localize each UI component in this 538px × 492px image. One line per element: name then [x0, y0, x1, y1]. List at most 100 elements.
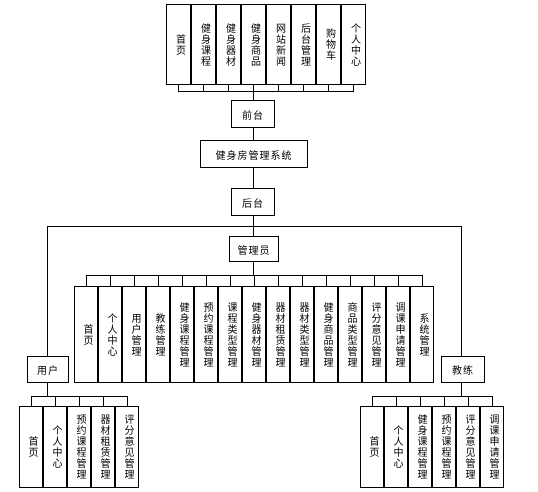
user-item-label: 首页 [26, 436, 37, 458]
admin-item-reschedule-manage: 调课申请管理 [386, 286, 410, 383]
connector-line [253, 216, 254, 226]
coach-item-booking-manage: 预约课程管理 [432, 406, 456, 488]
connector-line [103, 396, 104, 406]
connector-line [47, 226, 48, 356]
front-item-site-news: 网站新闻 [266, 4, 291, 85]
front-item-fitness-equipment: 健身器材 [216, 4, 241, 85]
user-item-rental-manage: 器材租赁管理 [91, 406, 115, 488]
admin-item-label: 课程类型管理 [225, 301, 236, 368]
admin-item-label: 系统管理 [417, 312, 428, 357]
user-node: 用户 [27, 356, 69, 383]
front-node: 前台 [231, 100, 275, 128]
admin-item-booking-manage: 预约课程管理 [194, 286, 218, 383]
connector-line [372, 396, 373, 406]
admin-item-label: 器材类型管理 [297, 301, 308, 368]
coach-item-home: 首页 [360, 406, 384, 488]
admin-item-label: 首页 [81, 323, 92, 346]
admin-item-coach-manage: 教练管理 [146, 286, 170, 383]
connector-line [468, 396, 469, 406]
admin-item-feedback-manage: 评分意见管理 [362, 286, 386, 383]
connector-line [396, 396, 397, 406]
connector-line [127, 396, 128, 406]
admin-item-label: 教练管理 [153, 312, 164, 357]
admin-item-equipment-manage: 健身器材管理 [242, 286, 266, 383]
connector-line [253, 91, 254, 100]
admin-item-home: 首页 [74, 286, 98, 383]
connector-line [461, 226, 462, 356]
coach-item-label: 首页 [367, 436, 378, 458]
connector-line [461, 383, 462, 396]
admin-item-label: 健身商品管理 [321, 301, 332, 368]
connector-line [398, 275, 399, 286]
admin-item-label: 调课申请管理 [393, 301, 404, 368]
connector-line [253, 262, 254, 275]
coach-item-label: 评分意见管理 [463, 414, 474, 480]
front-node-label: 前台 [242, 110, 264, 122]
connector-line [228, 85, 229, 91]
connector-line [253, 85, 254, 91]
coach-node: 教练 [441, 356, 485, 383]
system-title-node: 健身房管理系统 [200, 140, 308, 168]
user-item-personal-center: 个人中心 [43, 406, 67, 488]
connector-line [350, 275, 351, 286]
connector-line [278, 275, 279, 286]
front-item-label: 健身商品 [248, 22, 260, 67]
coach-node-label: 教练 [452, 366, 474, 377]
user-item-feedback-manage: 评分意见管理 [115, 406, 139, 488]
user-item-booking-manage: 预约课程管理 [67, 406, 91, 488]
front-item-label: 健身课程 [198, 22, 210, 67]
connector-line [444, 396, 445, 406]
coach-item-label: 个人中心 [391, 425, 402, 469]
connector-line [422, 275, 423, 286]
connector-line [253, 226, 254, 236]
back-node: 后台 [231, 188, 275, 216]
connector-line [303, 85, 304, 91]
connector-line [182, 275, 183, 286]
user-item-label: 预约课程管理 [74, 414, 85, 480]
user-node-label: 用户 [37, 366, 59, 377]
front-item-cart: 购物车 [316, 4, 341, 85]
admin-node: 管理员 [229, 236, 279, 262]
front-item-personal-center: 个人中心 [341, 4, 366, 85]
connector-line [278, 85, 279, 91]
connector-line [203, 85, 204, 91]
connector-line [158, 275, 159, 286]
connector-line [134, 275, 135, 286]
front-item-backend-manage: 后台管理 [291, 4, 316, 85]
front-item-fitness-course: 健身课程 [191, 4, 216, 85]
front-item-home: 首页 [166, 4, 191, 85]
connector-line [230, 275, 231, 286]
connector-line [492, 396, 493, 406]
coach-item-personal-center: 个人中心 [384, 406, 408, 488]
connector-line [302, 275, 303, 286]
front-item-label: 后台管理 [298, 22, 310, 67]
admin-item-system-manage: 系统管理 [410, 286, 434, 383]
connector-line [31, 396, 32, 406]
admin-item-label: 评分意见管理 [369, 301, 380, 368]
connector-line [47, 383, 48, 396]
front-item-fitness-goods: 健身商品 [241, 4, 266, 85]
connector-line [178, 91, 354, 92]
user-item-label: 评分意见管理 [122, 414, 133, 480]
admin-item-label: 健身器材管理 [249, 301, 260, 368]
user-item-label: 个人中心 [50, 425, 61, 469]
admin-item-rental-manage: 器材租赁管理 [266, 286, 290, 383]
connector-line [420, 396, 421, 406]
admin-item-course-type-manage: 课程类型管理 [218, 286, 242, 383]
coach-item-feedback-manage: 评分意见管理 [456, 406, 480, 488]
front-item-label: 网站新闻 [273, 22, 285, 67]
admin-node-label: 管理员 [237, 245, 271, 257]
connector-line [372, 396, 493, 397]
admin-item-goods-manage: 健身商品管理 [314, 286, 338, 383]
admin-item-label: 健身课程管理 [177, 301, 188, 368]
front-item-label: 首页 [173, 33, 185, 56]
front-item-label: 个人中心 [348, 22, 360, 67]
front-item-label: 健身器材 [223, 22, 235, 67]
admin-item-label: 预约课程管理 [201, 301, 212, 368]
connector-line [374, 275, 375, 286]
connector-line [55, 396, 56, 406]
admin-item-personal-center: 个人中心 [98, 286, 122, 383]
coach-item-course-manage: 健身课程管理 [408, 406, 432, 488]
connector-line [110, 275, 111, 286]
